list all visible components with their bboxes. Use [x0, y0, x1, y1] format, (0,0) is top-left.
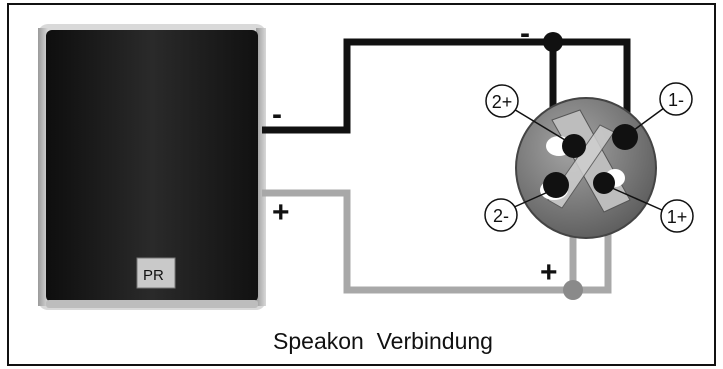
- speaker-negative-sign: -: [272, 98, 282, 131]
- negative-wire: [262, 38, 631, 134]
- pin-2minus: [543, 172, 569, 198]
- pin-callout-2minus: 2-: [484, 191, 549, 232]
- pin-label-1plus: 1+: [667, 207, 688, 227]
- connector-negative-sign: -: [520, 17, 530, 50]
- pin-label-2plus: 2+: [492, 92, 513, 112]
- pin-2plus: [562, 134, 586, 158]
- speakon-connector: [515, 97, 657, 239]
- negative-junction: [543, 32, 563, 52]
- pin-callout-1minus: 1-: [633, 82, 693, 131]
- speaker-cabinet: PR: [38, 24, 266, 310]
- pin-callout-1plus: 1+: [611, 187, 694, 233]
- speaker-logo-text: PR: [143, 267, 164, 284]
- pin-label-1minus: 1-: [668, 90, 684, 110]
- speaker-grille: [46, 30, 258, 302]
- positive-wire: [262, 185, 612, 294]
- positive-junction: [563, 280, 583, 300]
- pin-1plus: [593, 172, 615, 194]
- pin-1minus: [612, 124, 638, 150]
- speaker-positive-sign: +: [272, 196, 290, 229]
- speaker-left-edge: [38, 28, 48, 306]
- connector-positive-sign: +: [540, 256, 558, 289]
- speaker-right-edge: [256, 28, 266, 306]
- diagram-caption: Speakon Verbindung: [273, 328, 493, 354]
- speaker-logo-badge: PR: [136, 257, 176, 289]
- pin-callout-2plus: 2+: [485, 84, 566, 141]
- pin-label-2minus: 2-: [493, 206, 509, 226]
